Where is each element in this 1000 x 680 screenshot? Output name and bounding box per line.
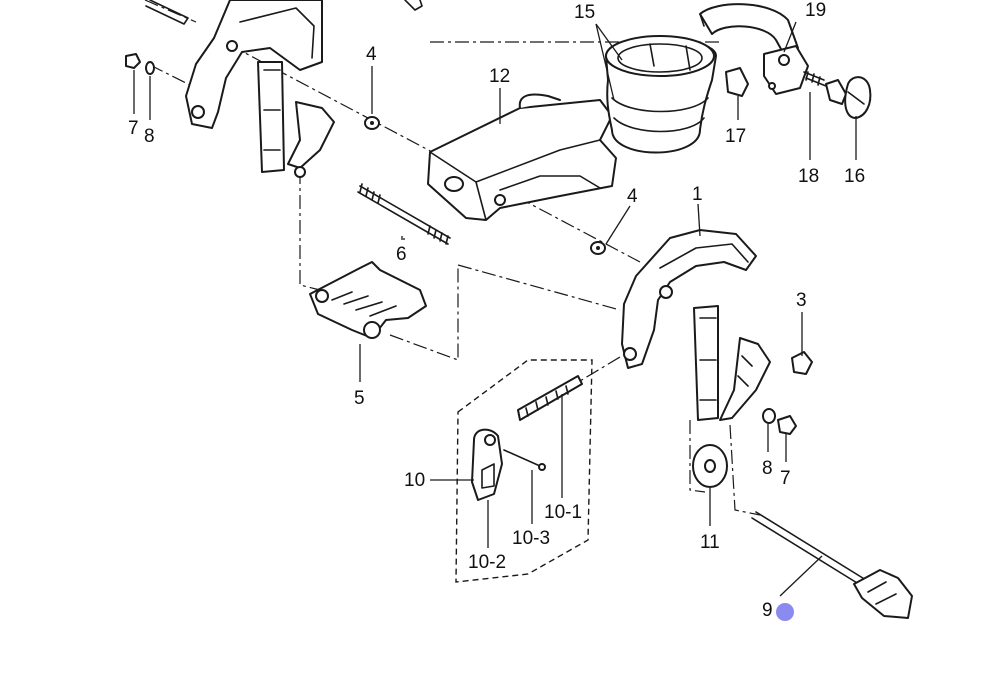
callout-16: 16 <box>844 166 865 187</box>
callout-10-3: 10-3 <box>512 528 550 549</box>
callout-4-lower: 4 <box>627 186 638 207</box>
callout-3: 3 <box>796 290 807 311</box>
tilt-rod <box>751 511 913 619</box>
callout-10-1: 10-1 <box>544 502 582 523</box>
callout-18: 18 <box>798 166 819 187</box>
callout-1: 1 <box>692 184 703 205</box>
rubber-mount <box>605 35 717 154</box>
callout-labels: 7 8 4 12 15 19 17 18 16 1 4 6 3 5 8 7 10… <box>128 0 865 621</box>
callout-19: 19 <box>805 0 826 21</box>
callout-8-right: 8 <box>762 458 773 479</box>
leader-lines <box>133 21 857 597</box>
bushing <box>692 444 728 488</box>
top-left-bolt <box>145 0 423 25</box>
highlight-marker[interactable] <box>776 603 794 621</box>
stud <box>357 183 451 245</box>
tilt-lever <box>309 261 427 339</box>
callout-11: 11 <box>700 532 720 553</box>
right-washer-nut <box>762 408 797 435</box>
tilt-stopper-assembly <box>455 359 593 583</box>
steering-bracket <box>427 93 617 221</box>
clamp-band <box>699 3 809 95</box>
callout-4-upper: 4 <box>366 44 377 65</box>
callout-5: 5 <box>354 388 365 409</box>
left-nut-washer <box>125 53 155 75</box>
left-swivel-bracket <box>185 0 335 178</box>
callout-17: 17 <box>725 126 746 147</box>
right-swivel-bracket <box>621 229 771 421</box>
callout-10-2: 10-2 <box>468 552 506 573</box>
callout-9: 9 <box>762 600 773 621</box>
callout-7-right: 7 <box>780 468 791 489</box>
callout-15: 15 <box>574 2 595 23</box>
callout-6: 6 <box>396 244 407 265</box>
callout-8-left: 8 <box>144 126 155 147</box>
clip <box>725 67 749 97</box>
callout-10: 10 <box>404 470 425 491</box>
callout-12: 12 <box>489 66 510 87</box>
washers <box>364 116 606 255</box>
callout-7-left: 7 <box>128 118 139 139</box>
bolt-and-wing-screw <box>803 71 872 119</box>
